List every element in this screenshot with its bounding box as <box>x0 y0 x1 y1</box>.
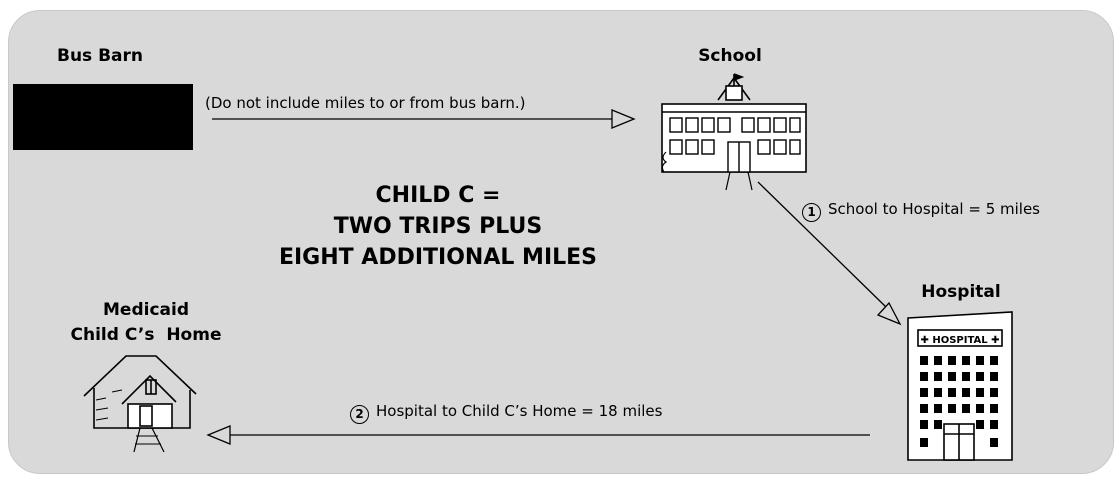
headline: CHILD C = TWO TRIPS PLUS EIGHT ADDITIONA… <box>238 180 638 273</box>
arrow-school-to-hospital <box>757 181 902 326</box>
headline-line3: EIGHT ADDITIONAL MILES <box>278 245 598 270</box>
home-label-line2: Child C’s Home <box>70 325 222 345</box>
leg-1-label: 1 School to Hospital = 5 miles <box>802 200 1040 222</box>
hospital-label: Hospital <box>921 282 1001 302</box>
step-1-badge: 1 <box>802 202 821 222</box>
headline-line2: TWO TRIPS PLUS <box>333 214 543 239</box>
house-icon <box>83 355 197 453</box>
headline-line1: CHILD C = <box>375 183 501 208</box>
leg-2-label: 2 Hospital to Child C’s Home = 18 miles <box>350 402 662 424</box>
school-icon <box>661 73 807 191</box>
bus-barn-block <box>13 84 193 150</box>
school-label: School <box>698 46 762 66</box>
leg-1-text: School to Hospital = 5 miles <box>828 200 1040 218</box>
arrow-bus-barn-to-school <box>212 109 636 129</box>
hospital-icon: ✚ HOSPITAL ✚ <box>907 311 1013 461</box>
home-label: Medicaid Child C’s Home <box>46 298 246 348</box>
arrow-hospital-to-home <box>206 425 870 445</box>
svg-text:✚ HOSPITAL ✚: ✚ HOSPITAL ✚ <box>921 335 1000 346</box>
home-label-line1: Medicaid <box>103 300 189 320</box>
leg-2-text: Hospital to Child C’s Home = 18 miles <box>376 402 663 420</box>
bus-barn-label: Bus Barn <box>56 46 143 66</box>
step-2-badge: 2 <box>350 404 369 424</box>
bus-barn-note: (Do not include miles to or from bus bar… <box>205 94 526 112</box>
